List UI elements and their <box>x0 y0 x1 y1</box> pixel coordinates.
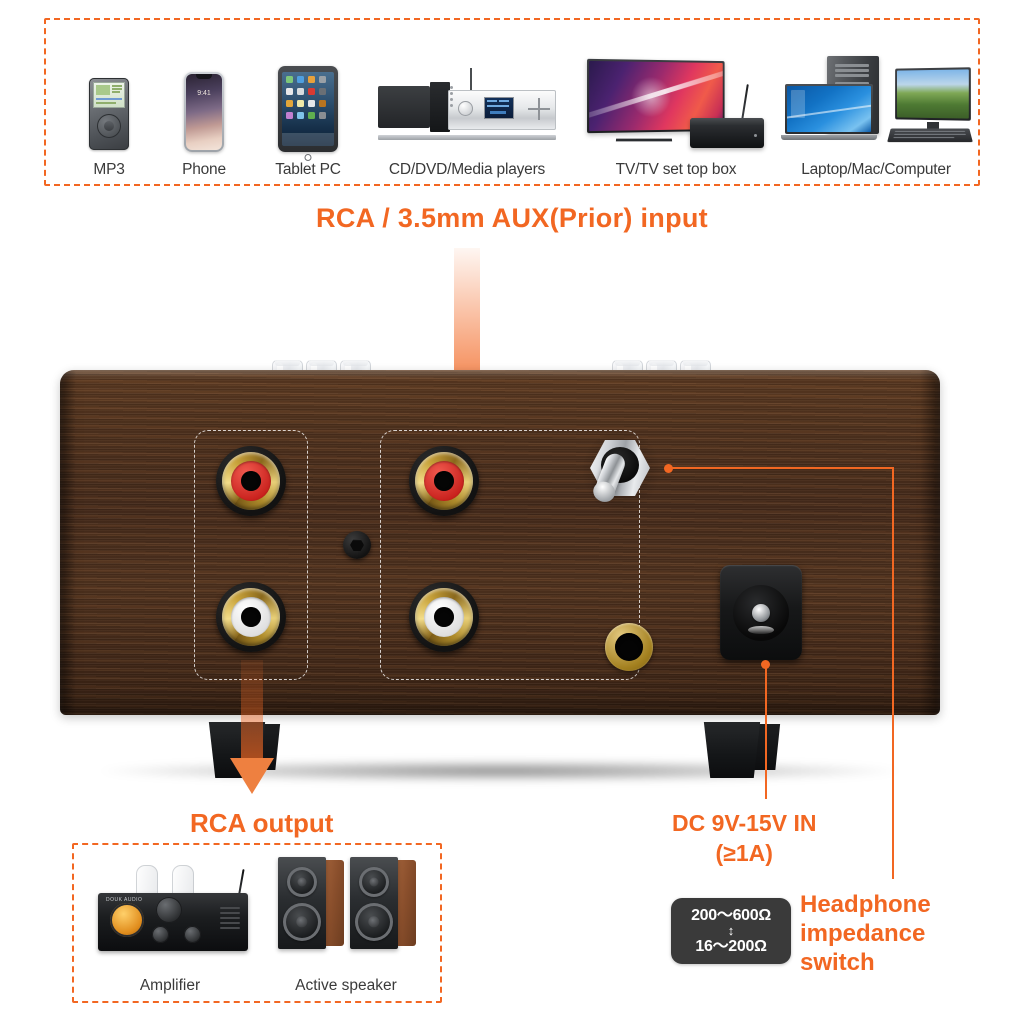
output-item-speakers: Active speaker <box>256 845 436 1001</box>
headphone-switch-label-line2: impedance <box>800 920 926 947</box>
source-label: CD/DVD/Media players <box>388 161 546 178</box>
source-item-tv: TV/TV set top box <box>576 58 776 180</box>
dc-jack-leader-line-v <box>765 664 767 799</box>
impedance-low-range: 16～200Ω <box>695 938 767 955</box>
rca-input-group-outline <box>380 430 640 680</box>
cd-player-icon <box>378 68 556 156</box>
source-item-mp3: MP3 <box>66 78 152 180</box>
output-devices-panel: DOUK AUDIO Amplifier <box>72 843 442 1003</box>
source-item-computer: Laptop/Mac/Computer <box>770 56 982 180</box>
headphone-switch-label-line1: Headphone <box>800 891 931 918</box>
computer-icon <box>781 56 973 156</box>
headphone-impedance-switch-label: Headphone impedance switch <box>800 890 931 977</box>
toggle-switch-leader-line-v <box>892 467 894 879</box>
rca-input-right-jack[interactable] <box>409 446 479 516</box>
chassis-hex-screw <box>343 531 371 559</box>
dc-input-title-line2: (≥1A) <box>715 840 773 866</box>
source-label: Phone <box>182 161 226 178</box>
amplifier-feet <box>60 712 940 790</box>
rca-output-arrow-icon <box>222 660 282 800</box>
source-label: TV/TV set top box <box>615 161 737 178</box>
tablet-icon <box>278 66 338 161</box>
impedance-high-range: 200～600Ω <box>691 907 771 924</box>
speaker-left <box>278 857 344 949</box>
output-label: Amplifier <box>139 977 201 994</box>
amplifier-chassis <box>60 370 940 715</box>
headphone-switch-label-line3: switch <box>800 949 875 976</box>
amplifier-foot <box>703 722 761 778</box>
rca-output-title: RCA output <box>190 808 334 838</box>
mp3-player-icon <box>89 78 129 156</box>
source-label: Laptop/Mac/Computer <box>801 161 951 178</box>
impedance-badge: 200～600Ω ↕ 16～200Ω <box>671 898 791 964</box>
source-label: Tablet PC <box>275 161 341 178</box>
tv-settopbox-icon <box>587 58 764 156</box>
dc-input-title: DC 9V-15V IN (≥1A) <box>672 808 816 868</box>
toggle-switch-leader-line-h <box>668 467 894 469</box>
source-item-tablet: Tablet PC <box>254 66 362 180</box>
source-label: MP3 <box>93 161 125 178</box>
tube-amplifier-icon: DOUK AUDIO <box>98 865 248 957</box>
output-label: Active speaker <box>295 977 397 994</box>
bookshelf-speakers-icon <box>272 857 422 967</box>
rca-output-left-jack[interactable] <box>216 582 286 652</box>
source-item-phone: 9:41 Phone <box>158 72 250 180</box>
amplifier-device <box>60 280 940 790</box>
output-item-amplifier: DOUK AUDIO Amplifier <box>80 845 260 1001</box>
source-devices-panel: MP3 9:41 Phone <box>44 18 980 186</box>
rca-input-left-jack[interactable] <box>409 582 479 652</box>
dc-power-input-jack[interactable] <box>720 565 802 660</box>
dc-input-title-line1: DC 9V-15V IN <box>672 810 817 836</box>
headphone-impedance-toggle-switch[interactable] <box>580 432 662 516</box>
rca-input-title: RCA / 3.5mm AUX(Prior) input <box>316 203 708 233</box>
smartphone-icon: 9:41 <box>184 72 224 156</box>
impedance-arrow-icon: ↕ <box>727 923 735 938</box>
aux-35mm-input-jack[interactable] <box>605 623 653 671</box>
speaker-right <box>350 857 416 949</box>
rca-output-right-jack[interactable] <box>216 446 286 516</box>
source-item-cd-player: CD/DVD/Media players <box>362 68 572 180</box>
